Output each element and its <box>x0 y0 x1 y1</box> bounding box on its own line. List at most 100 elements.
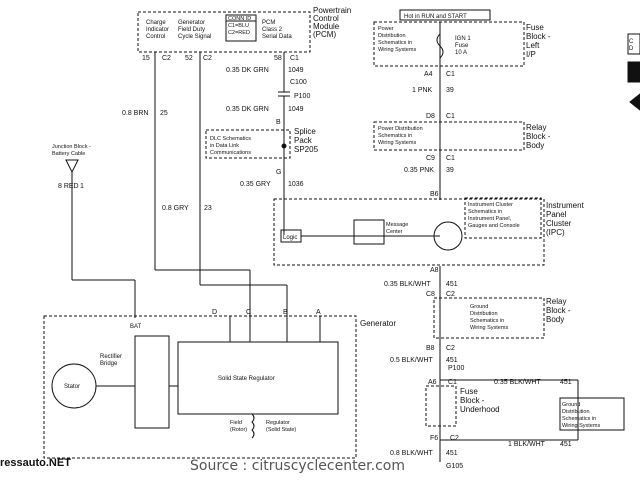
pin-g: G <box>276 169 281 176</box>
relay-title: Relay <box>526 123 546 132</box>
pin-label: C8 <box>426 291 435 298</box>
pin-label: C1 <box>446 71 455 78</box>
pin-label: F6 <box>430 435 438 442</box>
wire-label: 0.35 BLK/WHT <box>384 281 431 288</box>
connector-p100: P100 <box>294 93 310 100</box>
splice-title: SP205 <box>294 145 319 154</box>
ipc-note: Gauges and Console <box>468 223 520 229</box>
pcm-col2-label: Generator <box>178 20 205 26</box>
field-label: (Rotor) <box>230 427 247 433</box>
relay-bottom-box <box>433 297 545 339</box>
ground-note: Wiring Systems <box>562 423 600 429</box>
conn-id-label: CONN ID <box>228 16 251 22</box>
fuse-underhood-title: Block - <box>460 396 485 405</box>
pin-label: C2 <box>450 435 459 442</box>
ipc-title: Cluster <box>546 219 572 228</box>
relay-note: Power Distribution <box>378 126 423 132</box>
relay-bottom-title: Body <box>546 315 564 324</box>
edge-letter: C <box>629 39 634 45</box>
wire-label: 0.35 PNK <box>404 167 434 174</box>
wire-number: 25 <box>160 110 168 117</box>
wire-label: 0.35 DK GRN <box>226 106 269 113</box>
rectifier-box <box>134 335 170 429</box>
ground-note: Distribution <box>562 409 590 415</box>
right-edge-boxes <box>627 33 640 111</box>
fuse-left-box <box>373 21 525 67</box>
pcm-col2-label: Field Duty <box>178 27 205 33</box>
pin-label: B8 <box>426 345 435 352</box>
wire-number: 1 <box>80 183 84 190</box>
ipc-title: Panel <box>546 210 567 219</box>
pin-label: C9 <box>426 155 435 162</box>
pcm-pin-label: C2 <box>162 55 171 62</box>
fuse-block-title: Block - <box>526 32 551 41</box>
power-dist-note: Power <box>378 26 394 32</box>
field-label: Field <box>230 420 242 426</box>
ground-label: G105 <box>446 463 463 470</box>
wire-label: 1 BLK/WHT <box>508 441 546 448</box>
splice-title: Splice <box>294 127 316 136</box>
pcm-col1-label: Indicator <box>146 27 169 33</box>
gauge-symbol <box>433 221 463 251</box>
pcm-pin-label: C1 <box>290 55 299 62</box>
logic-label: Logic <box>283 235 297 241</box>
pcm-title: Powertrain <box>313 6 351 15</box>
ipc-note: Schematics in <box>468 209 502 215</box>
relay-title: Body <box>526 141 544 150</box>
junction-label: Junction Block - <box>52 144 91 150</box>
fuse-underhood-title: Underhood <box>460 405 500 414</box>
wire-label: 0.8 BRN <box>122 110 148 117</box>
power-dist-note: Distribution <box>378 33 406 39</box>
pcm-title: Control <box>313 14 339 23</box>
ground-note-box <box>559 397 625 431</box>
conn-id-label: C1=BLU <box>228 23 249 29</box>
relay-note: Wiring Systems <box>378 140 416 146</box>
pin-label: C2 <box>446 345 455 352</box>
pin-label: A8 <box>430 267 439 274</box>
bat-label: BAT <box>130 324 142 330</box>
regulator-box <box>177 341 339 415</box>
pcm-box <box>137 11 311 53</box>
connector-p100: P100 <box>448 365 464 372</box>
relay-bottom-note: Distribution <box>470 311 498 317</box>
relay-note: Schematics in <box>378 133 412 139</box>
terminal-label: A <box>316 309 321 316</box>
fuse-label: 10 A <box>455 50 467 56</box>
relay-bottom-title: Block - <box>546 306 571 315</box>
hot-label: Hot in RUN and START <box>404 14 467 20</box>
conn-id-box <box>225 14 257 42</box>
ipc-title: (IPC) <box>546 228 565 237</box>
message-center-label: Message <box>386 222 408 228</box>
pcm-title: Module <box>313 22 340 31</box>
relay-bottom-title: Relay <box>546 297 566 306</box>
power-dist-note: Schematics in <box>378 40 412 46</box>
wire-label: 0.8 BLK/WHT <box>390 450 434 457</box>
rectifier-label: Bridge <box>100 361 118 367</box>
wire-number: 39 <box>446 87 454 94</box>
pcm-col2-label: Cycle Signal <box>178 34 211 40</box>
splice-note: Communications <box>210 150 251 156</box>
pin-label: C1 <box>446 155 455 162</box>
ipc-note: Instrument Panel, <box>468 216 512 222</box>
relay-top-box <box>373 121 525 151</box>
message-center-label: Center <box>386 229 403 235</box>
pcm-col4-label: PCM <box>262 20 275 26</box>
terminal-label: B <box>283 309 288 316</box>
relay-bottom-note: Schematics in <box>470 318 504 324</box>
generator-title: Generator <box>360 319 396 328</box>
watermark: Source : citruscyclecenter.com <box>190 458 405 474</box>
pcm-col1-label: Charge <box>146 20 166 26</box>
junction-label: Battery Cable <box>52 151 85 157</box>
pin-b: B <box>276 119 281 126</box>
pin-label: C1 <box>446 113 455 120</box>
wire-number: 451 <box>446 450 458 457</box>
regulator-label: Solid State Regulator <box>218 376 275 382</box>
fuse-underhood-title: Fuse <box>460 387 478 396</box>
ipc-title: Instrument <box>546 201 585 210</box>
fuse-block-title: Fuse <box>526 23 544 32</box>
message-center-box <box>353 219 385 245</box>
pin-label: A4 <box>424 71 433 78</box>
wire-label: 0.35 DK GRN <box>226 67 269 74</box>
